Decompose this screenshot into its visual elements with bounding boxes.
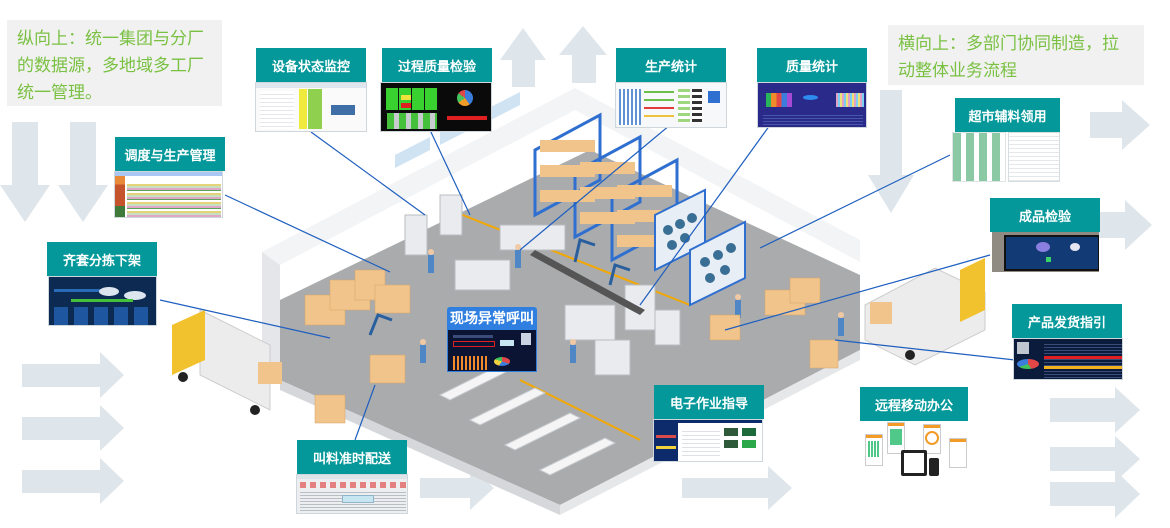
module-label: 远程移动办公 xyxy=(860,387,968,421)
final-inspection-screenshot xyxy=(992,232,1099,272)
down-arrow-icon xyxy=(0,122,50,222)
module-label: 过程质量检验 xyxy=(382,48,492,82)
supermarket-screenshot xyxy=(950,132,1060,182)
module-label: 产品发货指引 xyxy=(1012,304,1122,338)
right-arrow-icon xyxy=(22,352,124,398)
right-arrow-icon xyxy=(1050,470,1140,518)
module-label: 调度与生产管理 xyxy=(115,137,225,171)
truck-right xyxy=(864,258,986,366)
module-label: 电子作业指导 xyxy=(654,385,764,419)
conveyor xyxy=(530,250,645,315)
right-arrow-icon xyxy=(22,405,124,451)
process-quality-screenshot xyxy=(380,82,492,132)
e-sop-screenshot xyxy=(653,419,763,462)
module-label: 生产统计 xyxy=(616,48,726,82)
up-arrow-icon xyxy=(500,28,546,87)
down-arrow-icon xyxy=(58,122,108,222)
module-label: 设备状态监控 xyxy=(256,48,366,82)
factory-floor-edge xyxy=(280,380,560,515)
module-label: 成品检验 xyxy=(990,198,1100,232)
up-arrow-icon xyxy=(559,26,607,83)
kitting-screenshot xyxy=(48,276,157,326)
right-arrow-icon xyxy=(1050,436,1140,482)
module-label: 叫料准时配送 xyxy=(297,440,407,474)
scheduling-screenshot xyxy=(114,171,223,218)
right-arrow-icon xyxy=(1090,100,1150,150)
module-label: 质量统计 xyxy=(757,48,867,82)
andon-screenshot xyxy=(447,329,537,372)
right-arrow-icon xyxy=(1097,200,1152,250)
quality-stats-screenshot xyxy=(757,82,867,128)
vertical-integration-note: 纵向上：统一集团与分厂的数据源，多地域多工厂统一管理。 xyxy=(7,20,222,106)
module-label: 齐套分拣下架 xyxy=(47,242,157,276)
module-label: 超市辅料领用 xyxy=(955,98,1060,132)
module-label: 现场异常呼叫 xyxy=(447,307,537,329)
mobile-devices-image xyxy=(865,422,970,478)
right-arrow-icon xyxy=(682,466,792,510)
shipping-guide-screenshot xyxy=(1013,338,1123,380)
horizontal-integration-note: 横向上：多部门协同制造，拉动整体业务流程 xyxy=(888,25,1144,85)
right-arrow-icon xyxy=(1050,387,1140,433)
equipment-monitor-screenshot xyxy=(255,82,367,132)
production-stats-screenshot xyxy=(615,82,727,128)
right-arrow-icon xyxy=(22,458,124,504)
material-call-screenshot xyxy=(296,474,408,514)
